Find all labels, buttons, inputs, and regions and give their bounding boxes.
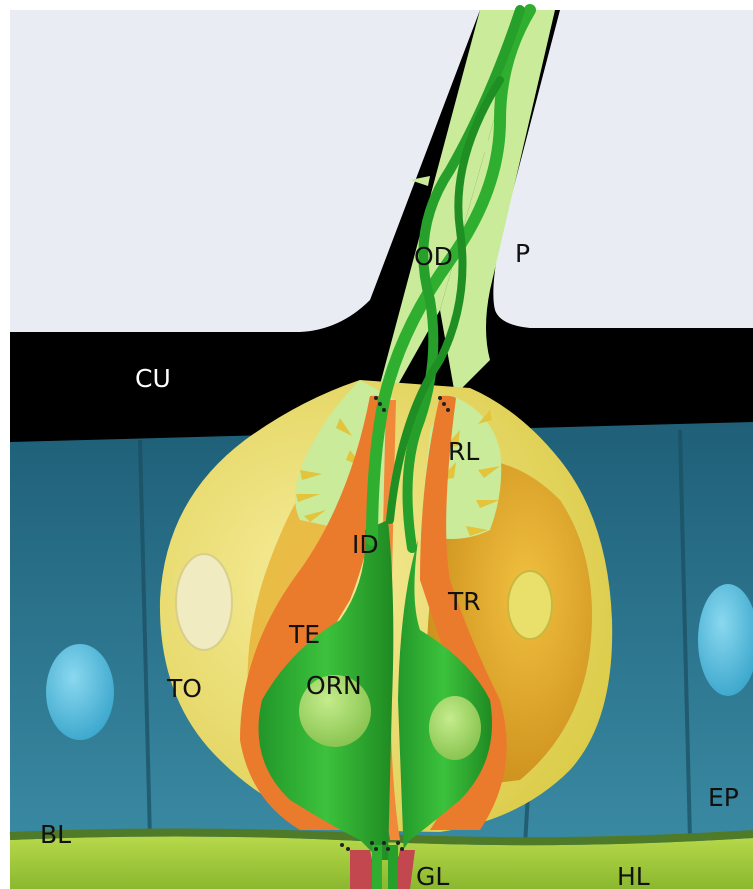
label-gl: GL bbox=[416, 862, 449, 889]
tormogen-nucleus bbox=[176, 554, 232, 650]
label-to: TO bbox=[166, 674, 202, 703]
label-cu: CU bbox=[135, 364, 171, 393]
label-p: P bbox=[515, 239, 530, 268]
label-ep: EP bbox=[708, 783, 739, 812]
label-bl: BL bbox=[40, 820, 71, 849]
label-te: TE bbox=[288, 620, 320, 649]
label-id: ID bbox=[352, 530, 379, 559]
label-hl: HL bbox=[617, 862, 650, 889]
axon-right bbox=[388, 845, 398, 889]
trichogen-nucleus bbox=[508, 571, 552, 639]
label-rl: RL bbox=[448, 437, 479, 466]
epidermal-nucleus-left bbox=[46, 644, 114, 740]
label-tr: TR bbox=[447, 587, 481, 616]
orn-right-nucleus bbox=[429, 696, 481, 760]
label-orn: ORN bbox=[306, 671, 362, 700]
axon-left bbox=[372, 845, 382, 889]
label-od: OD bbox=[414, 242, 453, 271]
